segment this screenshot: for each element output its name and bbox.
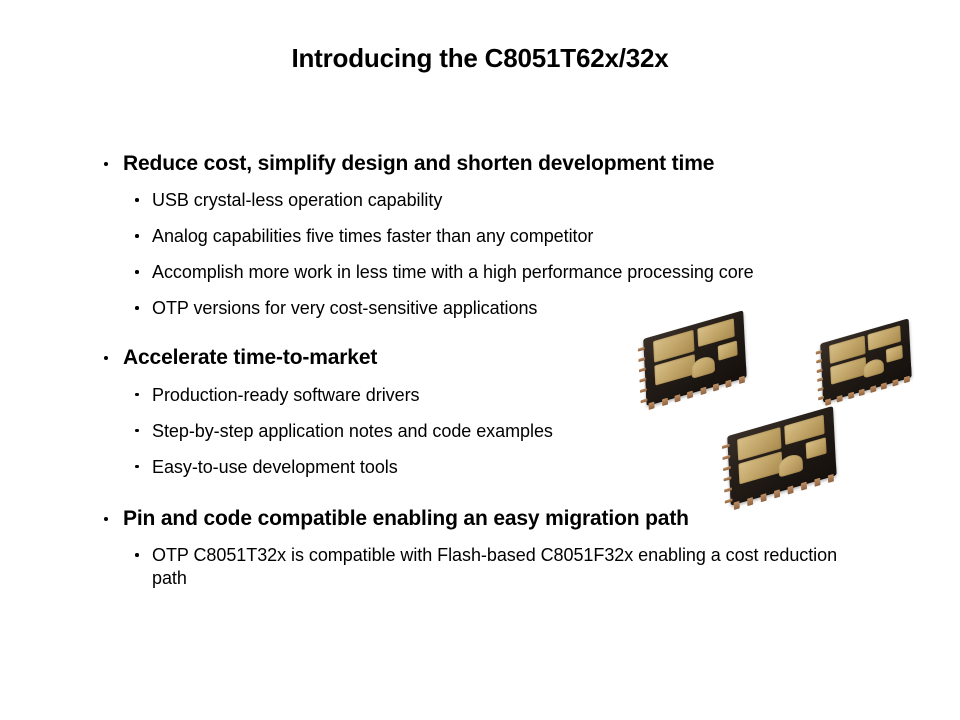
bullet-level2-label: Easy-to-use development tools [152,456,398,477]
bullet-dot-icon [135,306,139,310]
bullet-dot-icon [135,198,139,202]
bullet-level2: OTP versions for very cost-sensitive app… [100,297,840,320]
bullet-dot-icon [135,464,139,469]
bullet-group: Accelerate time-to-market Production-rea… [100,346,840,478]
bullet-dot-icon [104,516,108,521]
bullet-dot-icon [104,161,108,166]
bullet-level2-label: OTP versions for very cost-sensitive app… [152,298,538,319]
bullet-level1: Pin and code compatible enabling an easy… [100,507,840,531]
bullet-level2: Production-ready software drivers [100,384,840,407]
chip-image [708,389,857,527]
bullet-content: Reduce cost, simplify design and shorten… [100,152,840,590]
bullet-level2: OTP C8051T32x is compatible with Flash-b… [100,544,840,590]
bullet-level2: Analog capabilities five times faster th… [100,225,840,248]
bullet-group: Reduce cost, simplify design and shorten… [100,152,840,320]
bullet-group: Pin and code compatible enabling an easy… [100,507,840,590]
bullet-dot-icon [135,392,139,397]
bullet-level2-label: OTP C8051T32x is compatible with Flash-b… [152,545,838,589]
bullet-level1: Reduce cost, simplify design and shorten… [100,152,840,176]
bullet-dot-icon [135,270,139,274]
bullet-dot-icon [104,356,108,361]
bullet-level2: USB crystal-less operation capability [100,189,840,212]
bullet-dot-icon [135,428,139,433]
bullet-level1-label: Reduce cost, simplify design and shorten… [123,152,715,175]
bullet-dot-icon [135,553,139,557]
bullet-level1-label: Pin and code compatible enabling an easy… [123,506,689,530]
page-title: Introducing the C8051T62x/32x [291,43,669,73]
bullet-dot-icon [135,234,139,238]
bullet-level1-label: Accelerate time-to-market [123,346,378,370]
bullet-level2-label: USB crystal-less operation capability [152,190,443,211]
chip-image [624,294,766,426]
bullet-level2-label: Step-by-step application notes and code … [152,420,553,441]
bullet-level2: Accomplish more work in less time with a… [100,261,840,284]
bullet-level2-label: Analog capabilities five times faster th… [152,226,594,247]
bullet-level1: Accelerate time-to-market [100,346,840,370]
bullet-level2-label: Accomplish more work in less time with a… [152,262,754,283]
chip-photo [628,298,960,523]
bullet-level2: Easy-to-use development tools [100,456,840,479]
bullet-level2-label: Production-ready software drivers [152,384,420,405]
bullet-level2: Step-by-step application notes and code … [100,420,840,443]
